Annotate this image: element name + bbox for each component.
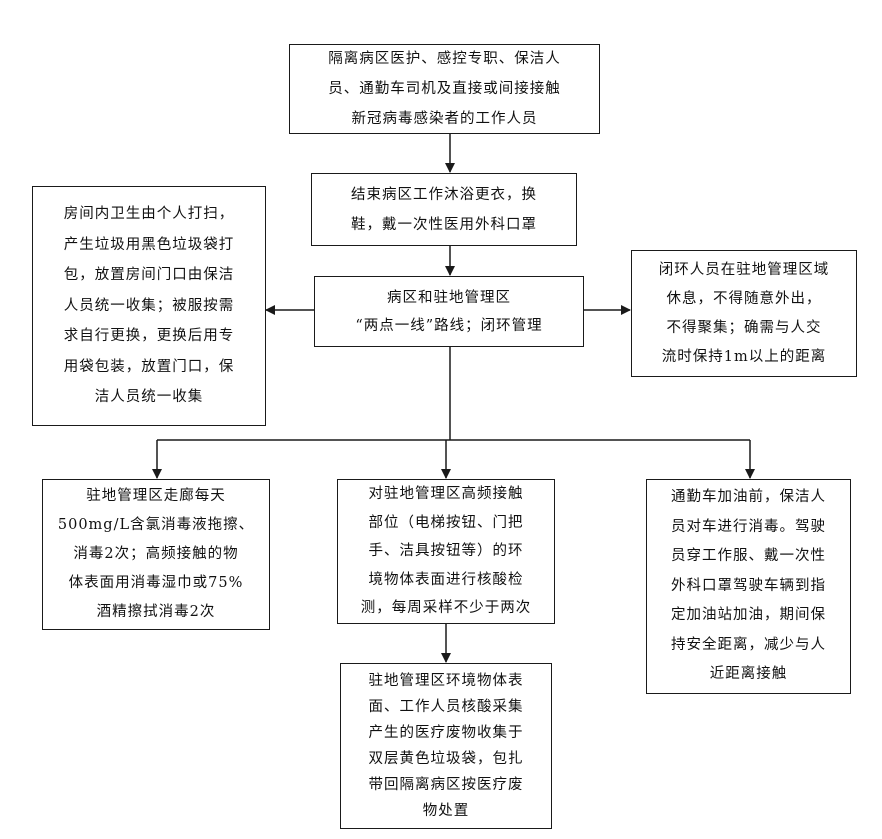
node-text-line: 外科口罩驾驶车辆到指 [671, 577, 826, 594]
node-text-line: 不得聚集；确需与人交 [666, 319, 822, 336]
node-rest-area: 闭环人员在驻地管理区域 休息，不得随意外出， 不得聚集；确需与人交 流时保持1m… [631, 250, 857, 377]
node-text-line: 鞋，戴一次性医用外科口罩 [351, 216, 537, 233]
node-closed-loop: 病区和驻地管理区 “两点一线”路线；闭环管理 [314, 276, 584, 347]
node-text-line: 体表面用消毒湿巾或75% [68, 575, 244, 591]
node-text-line: 员穿工作服、戴一次性 [671, 548, 826, 565]
node-text-line: 面、工作人员核酸采集 [368, 699, 524, 715]
node-text-line: 洁人员统一收集 [94, 389, 204, 406]
node-surface-sampling: 对驻地管理区高频接触 部位（电梯按钮、门把 手、洁具按钮等）的环 境物体表面进行… [337, 479, 555, 624]
node-text-line: 定加油站加油，期间保 [671, 607, 826, 624]
node-text-line: 包，放置房间门口由保洁 [63, 267, 235, 284]
node-text-line: 驻地管理区走廊每天 [86, 488, 226, 504]
node-text-line: 员对车进行消毒。驾驶 [671, 518, 826, 535]
node-text-line: 带回隔离病区按医疗废 [368, 777, 524, 793]
node-text-line: 双层黄色垃圾袋，包扎 [368, 751, 524, 767]
node-text-line: 手、洁具按钮等）的环 [368, 543, 524, 560]
node-text-line: “两点一线”路线；闭环管理 [355, 317, 543, 334]
node-text-line: 通勤车加油前，保洁人 [671, 489, 826, 506]
node-text-line: 员、通勤车司机及直接或间接接触 [328, 81, 561, 97]
node-room-hygiene: 房间内卫生由个人打扫， 产生垃圾用黑色垃圾袋打 包，放置房间门口由保洁 人员统一… [32, 186, 266, 426]
node-text-line: 消毒2次；高频接触的物 [73, 546, 239, 562]
node-text-line: 测，每周采样不少于两次 [360, 600, 532, 617]
node-corridor-disinfection: 驻地管理区走廊每天 500mg/L含氯消毒液拖擦、 消毒2次；高频接触的物 体表… [42, 479, 270, 630]
node-text-line: 新冠病毒感染者的工作人员 [351, 111, 538, 127]
node-text-line: 近距离接触 [709, 666, 788, 683]
node-medical-waste: 驻地管理区环境物体表 面、工作人员核酸采集 产生的医疗废物收集于 双层黄色垃圾袋… [340, 663, 552, 829]
node-text-line: 持安全距离，减少与人 [671, 636, 826, 653]
node-text-line: 物处置 [422, 803, 470, 819]
node-text-line: 驻地管理区环境物体表 [368, 673, 524, 689]
node-text-line: 休息，不得随意外出， [666, 290, 822, 307]
node-text-line: 病区和驻地管理区 [387, 289, 511, 306]
node-text-line: 500mg/L含氯消毒液拖擦、 [57, 517, 255, 533]
node-text-line: 房间内卫生由个人打扫， [63, 206, 235, 223]
node-staff-scope: 隔离病区医护、感控专职、保洁人 员、通勤车司机及直接或间接接触 新冠病毒感染者的… [289, 44, 600, 134]
node-shower-change: 结束病区工作沐浴更衣，换 鞋，戴一次性医用外科口罩 [311, 173, 577, 246]
node-text-line: 闭环人员在驻地管理区域 [658, 261, 830, 278]
node-text-line: 结束病区工作沐浴更衣，换 [351, 186, 537, 203]
node-vehicle-refuel: 通勤车加油前，保洁人 员对车进行消毒。驾驶 员穿工作服、戴一次性 外科口罩驾驶车… [646, 479, 851, 694]
node-text-line: 流时保持1m以上的距离 [661, 348, 827, 365]
node-text-line: 产生的医疗废物收集于 [368, 725, 524, 741]
node-text-line: 酒精擦拭消毒2次 [96, 604, 216, 620]
node-text-line: 用袋包装，放置门口，保 [63, 358, 235, 375]
node-text-line: 求自行更换，更换后用专 [63, 328, 235, 345]
node-text-line: 人员统一收集；被服按需 [63, 297, 235, 314]
node-text-line: 境物体表面进行核酸检 [368, 571, 524, 588]
node-text-line: 隔离病区医护、感控专职、保洁人 [328, 51, 561, 67]
node-text-line: 对驻地管理区高频接触 [368, 486, 524, 503]
node-text-line: 部位（电梯按钮、门把 [368, 514, 524, 531]
node-text-line: 产生垃圾用黑色垃圾袋打 [63, 236, 235, 253]
